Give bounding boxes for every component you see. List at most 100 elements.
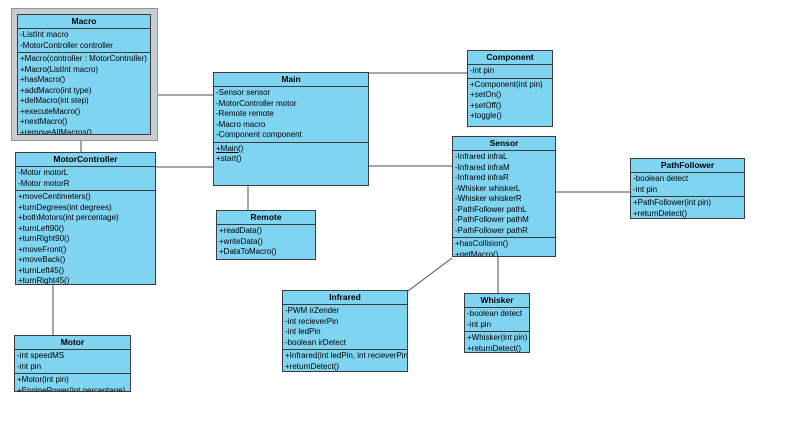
class-box-motor-controller[interactable]: MotorController -Motor motorL-Motor motor…	[15, 152, 156, 285]
class-method: +hasCollision()	[455, 239, 509, 248]
class-method: +Macro(controller : MotorController)	[20, 54, 147, 63]
class-title: Motor	[60, 337, 85, 347]
class-method: +EnginePower(int percentage)	[17, 385, 126, 392]
class-method: +getMacro()	[455, 249, 499, 257]
class-attribute: -Whisker whiskerR	[455, 194, 522, 203]
class-methods-compartment: +Component(int pin)+setOn()+setOff()+tog…	[468, 77, 552, 123]
class-box-main[interactable]: Main -Sensor sensor-MotorController motor…	[213, 72, 369, 186]
class-attribute: -MotorController controller	[20, 40, 113, 50]
class-attributes-compartment: -ListInt macro-MotorController controlle…	[18, 28, 150, 52]
class-attribute: -ListInt macro	[20, 30, 69, 39]
class-method: +turnDegrees(int degrees)	[18, 202, 112, 212]
class-method: +turnLeft45()	[18, 265, 65, 275]
class-attributes-compartment: -int speedMS-int pin	[15, 349, 130, 373]
class-method: +turnRight90()	[18, 234, 70, 243]
class-attribute: -MotorController motor	[216, 98, 297, 108]
class-attribute: -Infrared infraM	[455, 162, 510, 172]
class-title: MotorController	[53, 154, 118, 164]
class-method: +moveFront()	[18, 244, 67, 254]
class-method: +turnLeft90()	[18, 223, 65, 233]
class-method: +bothMotors(int percentage)	[18, 213, 119, 222]
class-methods-compartment: +readData()+writeData()+DataToMacro()	[217, 224, 315, 259]
class-methods-compartment: +moveCentimeters()+turnDegrees(int degre…	[16, 190, 155, 285]
class-attributes-compartment: -Infrared infraL-Infrared infraM-Infrare…	[453, 150, 555, 237]
class-attributes-compartment: -Motor motorL-Motor motorR	[16, 166, 155, 190]
class-title: Infrared	[329, 292, 361, 302]
class-title: Whisker	[480, 295, 514, 305]
class-box-whisker[interactable]: Whisker-boolean detect-int pin+Whisker(i…	[464, 293, 530, 353]
class-title: PathFollower	[660, 160, 715, 170]
class-attribute: -PWM irZender	[285, 306, 340, 315]
class-attribute: -boolean detect	[633, 174, 689, 183]
class-method: +Infrared(int ledPin, int recieverPin)	[285, 351, 408, 360]
class-attribute: -boolean detect	[467, 309, 523, 318]
class-method: +returnDetect()	[633, 208, 688, 218]
class-attribute: -Component component	[216, 130, 302, 139]
class-method: +moveCentimeters()	[18, 192, 91, 201]
class-method: +start()	[216, 154, 242, 163]
class-methods-compartment: +Whisker(int pin)+returnDetect()	[465, 331, 529, 353]
class-method: +turnRight45()	[18, 276, 70, 285]
class-attribute: -int pin	[633, 184, 658, 194]
class-attribute: -int pin	[17, 361, 42, 371]
class-title: Macro	[71, 16, 97, 26]
class-method: +moveBack()	[18, 255, 66, 264]
class-methods-compartment: +Motor(int pin)+EnginePower(int percenta…	[15, 373, 130, 392]
class-methods-compartment: +hasCollision()+getMacro()	[453, 237, 555, 257]
class-title: Sensor	[489, 138, 519, 148]
class-attribute: -int speedMS	[17, 351, 65, 360]
class-methods-compartment: +Main()+start()	[214, 141, 368, 166]
class-attributes-compartment: -boolean detect-int pin	[465, 307, 529, 331]
class-attributes-compartment: -PWM irZender-int recieverPin-int ledPin…	[283, 304, 407, 349]
class-box-motor[interactable]: Motor-int speedMS-int pin+Motor(int pin)…	[14, 335, 131, 392]
class-method: +DataToMacro()	[219, 247, 277, 256]
class-box-macro[interactable]: Macro-ListInt macro-MotorController cont…	[17, 14, 151, 135]
class-method: +delMacro(int step)	[20, 96, 89, 105]
class-method: +Main()	[216, 143, 244, 153]
class-method: +readData()	[219, 226, 262, 235]
class-method: +returnDetect()	[467, 343, 522, 353]
class-method: +nextMacro()	[20, 117, 68, 126]
class-method: +hasMacro()	[20, 75, 66, 84]
class-methods-compartment: +PathFollower(int pin)+returnDetect()	[631, 196, 744, 218]
class-attribute: -int pin	[467, 319, 492, 329]
class-attribute: -int recieverPin	[285, 316, 339, 326]
class-method: +Component(int pin)	[470, 79, 543, 89]
class-box-infrared[interactable]: Infrared -PWM irZender-int recieverPin-in…	[282, 290, 408, 372]
class-method: +Whisker(int pin)	[467, 333, 528, 342]
class-attributes-compartment: -boolean detect-int pin	[631, 172, 744, 196]
class-title: Remote	[250, 212, 282, 222]
class-title: Component	[486, 52, 534, 62]
class-method: +setOn()	[470, 90, 502, 99]
class-attribute: -Motor motorL	[18, 168, 69, 177]
class-box-remote[interactable]: Remote +readData()+writeData()+DataToMacr…	[216, 210, 316, 260]
class-attribute: -boolean irDetect	[285, 337, 346, 347]
class-title: Main	[281, 74, 301, 84]
class-attribute: -Sensor sensor	[216, 88, 271, 97]
class-attributes-compartment: -Sensor sensor-MotorController motor-Rem…	[214, 86, 368, 142]
class-method: +executeMacro()	[20, 106, 81, 116]
class-attribute: -int ledPin	[285, 327, 321, 336]
class-methods-compartment: +Infrared(int ledPin, int recieverPin)+r…	[283, 349, 408, 371]
class-attribute: -PathFollower pathR	[455, 225, 528, 235]
class-attribute: -Infrared infraL	[455, 152, 508, 161]
relationship-line-sensor-infrared[interactable]	[407, 257, 453, 292]
class-attributes-compartment: -int pin	[468, 64, 552, 78]
class-method: +toggle()	[470, 111, 502, 120]
class-attribute: -Remote remote	[216, 109, 274, 118]
class-box-path-follower[interactable]: PathFollower-boolean detect-int pin+Path…	[630, 158, 745, 219]
class-method: +returnDetect()	[285, 361, 340, 371]
class-method: +addMacro(int type)	[20, 85, 92, 95]
class-attribute: -Whisker whiskerL	[455, 183, 521, 193]
class-attribute: -int pin	[470, 66, 495, 75]
class-box-component[interactable]: Component -int pin +Component(int pin)+set…	[467, 50, 553, 127]
class-method: +removeAllMacros()	[20, 127, 92, 135]
class-method: +writeData()	[219, 236, 263, 246]
class-methods-compartment: +Macro(controller : MotorController)+Mac…	[18, 52, 150, 135]
class-attribute: -Macro macro	[216, 119, 266, 129]
class-attribute: -PathFollower pathM	[455, 215, 529, 224]
class-box-sensor[interactable]: Sensor -Infrared infraL-Infrared infraM-I…	[452, 136, 556, 257]
class-attribute: -PathFollower pathL	[455, 204, 527, 214]
